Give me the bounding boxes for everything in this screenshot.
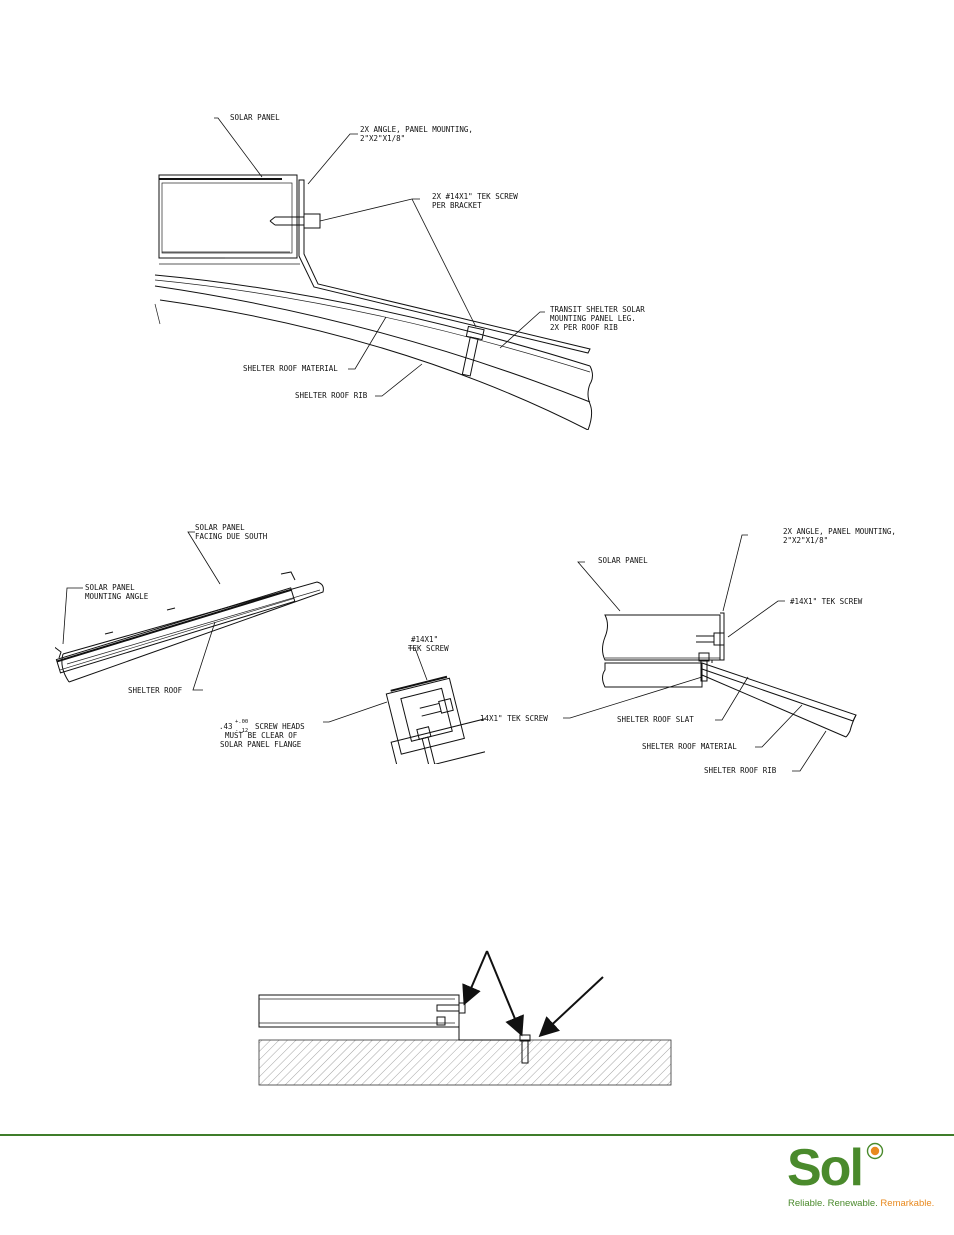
tek-screw-leg: [461, 325, 485, 377]
tagline-part-2: Remarkable.: [880, 1198, 935, 1209]
label-angle-2: 2"X2"X1/8": [360, 134, 405, 143]
label-screw-1: 2X #14X1" TEK SCREW: [432, 192, 518, 201]
tek-screw-bottom-detail: [416, 726, 436, 764]
tek-screw-upper: [269, 213, 321, 229]
label-slat: SHELTER ROOF SLAT: [617, 715, 694, 724]
shelter-roof-band: [62, 581, 324, 683]
label-leg-2: MOUNTING PANEL LEG.: [550, 314, 636, 323]
sol-logo: Sol Reliable. Renewable. Remarkable.: [784, 1136, 934, 1216]
mounting-angle-left: [55, 646, 62, 659]
leader-clearance: [323, 701, 388, 723]
label-clear-3: SOLAR PANEL FLANGE: [220, 740, 302, 749]
leader-panel-south: [187, 531, 221, 585]
label-angle-1: SOLAR PANEL: [85, 583, 135, 592]
arrow-to-roof-screw-a: [486, 950, 524, 1037]
leader-detail-screw: [408, 647, 428, 681]
label-angle-2: 2"X2"X1/8": [783, 536, 828, 545]
label-leg-1: TRANSIT SHELTER SOLAR: [550, 305, 645, 314]
label-clear-value: .43: [219, 722, 233, 731]
label-roof-rib: SHELTER ROOF RIB: [295, 391, 368, 400]
mounting-angle-right: [280, 571, 296, 581]
arrow-to-side-screw: [462, 950, 488, 1006]
roof-rib-lower: [159, 299, 589, 430]
roof-section-detail: [390, 717, 485, 764]
panel-mounting-angle: [298, 179, 591, 354]
leader-roof-material: [348, 316, 387, 370]
arrow-to-roof-screw-b: [538, 976, 604, 1038]
logo-word: Sol: [787, 1139, 864, 1197]
leader-solar-panel: [214, 117, 263, 178]
leader-panel: [577, 561, 621, 612]
figure-2-diagram: SOLAR PANEL FACING DUE SOUTH SOLAR PANEL…: [55, 523, 324, 695]
panel-frame-inner: [161, 182, 293, 254]
label-leg-3: 2X PER ROOF RIB: [550, 323, 618, 332]
leader-screw-bracket-1: [319, 198, 420, 222]
roof-rib-slope: [701, 674, 847, 738]
label-screw-2: PER BRACKET: [432, 201, 482, 210]
label-solar-panel: SOLAR PANEL: [230, 113, 280, 122]
flat-solar-panel: [258, 994, 460, 1028]
leader-rib: [792, 730, 827, 772]
tek-screw-detail: [419, 698, 454, 717]
label-panel-1: SOLAR PANEL: [195, 523, 245, 532]
leader-material: [755, 704, 803, 748]
roof-slat-section: [602, 662, 703, 688]
leader-roof-rib: [375, 363, 423, 397]
leader-screw-bottom: [563, 676, 703, 719]
sun-icon: [866, 1142, 884, 1160]
figure-4-diagram: SOLAR PANEL 2X ANGLE, PANEL MOUNTING, 2"…: [480, 527, 896, 775]
label-material: SHELTER ROOF MATERIAL: [642, 742, 737, 751]
tagline-part-1: Reliable. Renewable.: [788, 1198, 881, 1209]
flat-panel-angle: [458, 995, 530, 1041]
label-panel-2: FACING DUE SOUTH: [195, 532, 268, 541]
tek-screw-down: [698, 652, 710, 682]
leader-slat: [715, 676, 749, 721]
leader-mounting-angle: [62, 587, 83, 645]
leader-angle: [722, 534, 748, 612]
label-angle-2: MOUNTING ANGLE: [85, 592, 149, 601]
label-shelter-roof: SHELTER ROOF: [128, 686, 183, 695]
label-clear-2: MUST BE CLEAR OF: [225, 731, 298, 740]
leader-screw-top: [727, 600, 785, 638]
solar-panel-section: [602, 614, 721, 661]
label-tol-plus: +.00: [235, 719, 248, 725]
label-angle-1: 2X ANGLE, PANEL MOUNTING,: [783, 527, 896, 536]
figure-3-diagram: #14X1" TEK SCREW .43 +.00 -.12 SCREW HEA…: [219, 635, 485, 764]
figure-5-diagram: [258, 950, 672, 1086]
logo-tagline: Reliable. Renewable. Remarkable.: [788, 1198, 934, 1209]
hatched-roof-section: [258, 1039, 672, 1086]
leader-shelter-roof: [192, 621, 216, 691]
roof-material-top: [154, 274, 591, 367]
figure-1-diagram: SOLAR PANEL 2X ANGLE, PANEL MOUNTING, 2"…: [154, 113, 645, 430]
label-screw-top: #14X1" TEK SCREW: [790, 597, 863, 606]
label-screw-2: TEK SCREW: [408, 644, 449, 653]
tek-screw-side: [696, 632, 725, 646]
leader-leg: [499, 311, 545, 349]
screw-panel-side: [436, 1002, 466, 1014]
label-rib: SHELTER ROOF RIB: [704, 766, 777, 775]
label-angle-1: 2X ANGLE, PANEL MOUNTING,: [360, 125, 473, 134]
label-screw-bottom: 14X1" TEK SCREW: [480, 714, 548, 723]
label-clear-1: SCREW HEADS: [255, 722, 305, 731]
panel-angle-right: [711, 612, 725, 663]
label-screw-1: #14X1": [411, 635, 438, 644]
tilted-solar-panel: [55, 587, 296, 674]
screw-roof: [519, 1034, 531, 1064]
roof-rib-curve: [154, 285, 591, 403]
panel-section-detail: [385, 677, 465, 755]
label-roof-material: SHELTER ROOF MATERIAL: [243, 364, 338, 373]
roof-material-slope: [701, 662, 857, 722]
label-panel: SOLAR PANEL: [598, 556, 648, 565]
label-tol-minus: -.12: [235, 728, 248, 734]
footer-rule: [0, 1134, 954, 1136]
leader-angle: [307, 133, 358, 185]
